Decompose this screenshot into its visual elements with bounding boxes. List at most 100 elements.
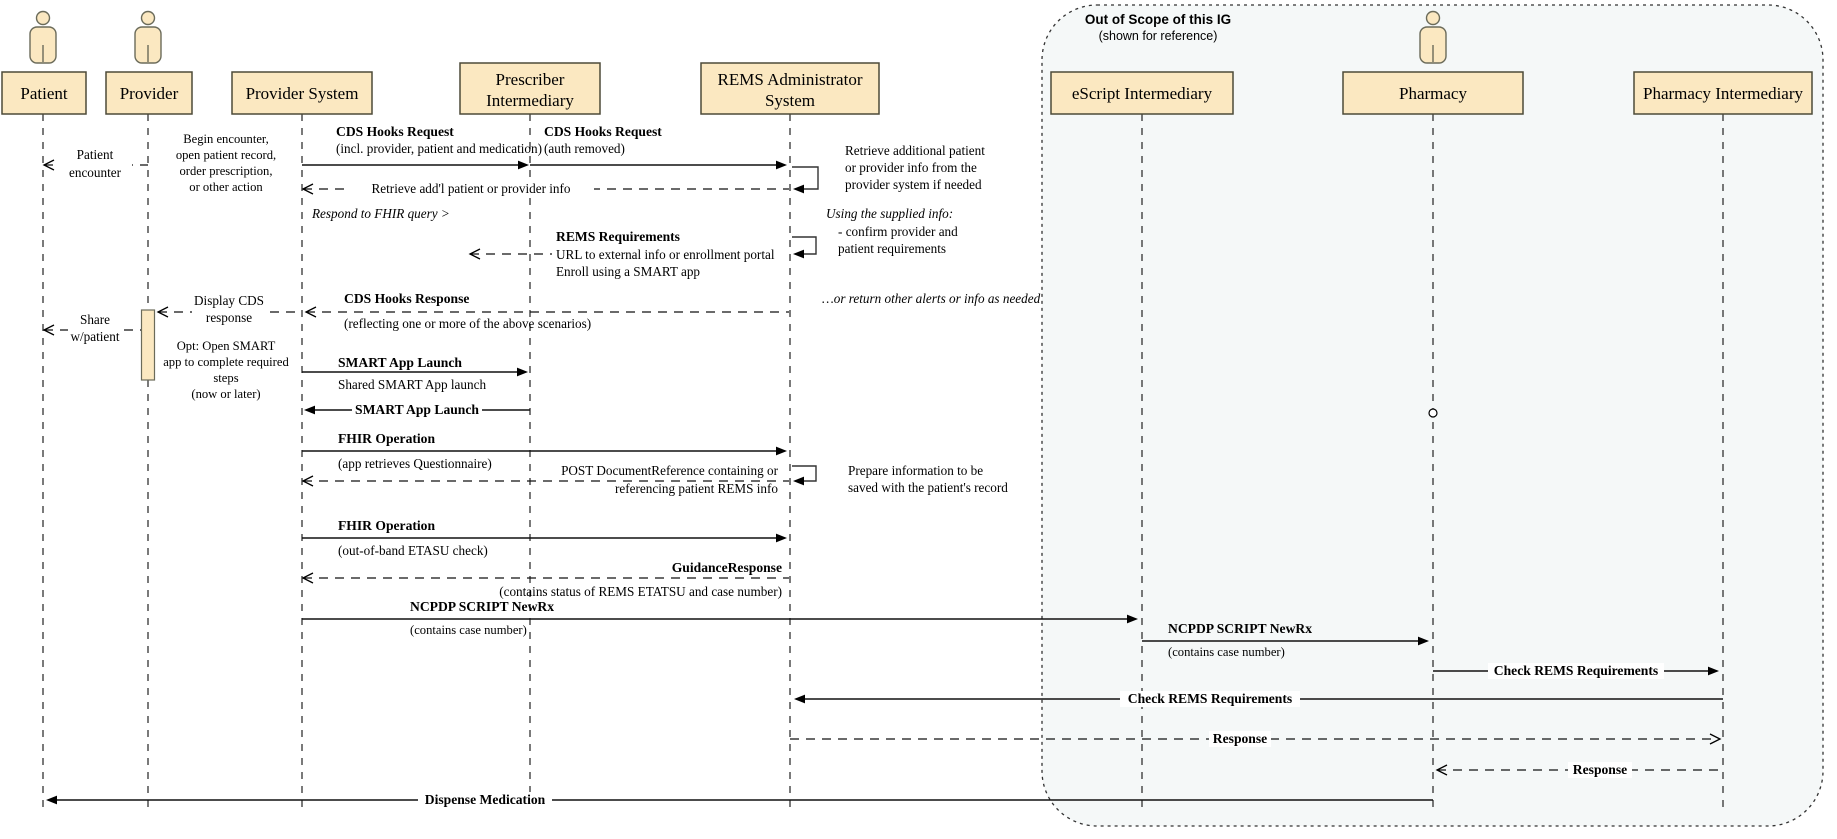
label-bg (1209, 731, 1271, 747)
label-title: FHIR Operation (338, 431, 435, 446)
arrowhead (776, 533, 787, 543)
msg-post-docref: POST DocumentReference containing or ref… (301, 463, 817, 496)
msg-check-rems-1: Check REMS Requirements (1433, 663, 1719, 679)
arrowhead (1127, 614, 1138, 624)
arrowhead (793, 184, 804, 194)
msg-response-2: Response (1435, 762, 1720, 778)
actor-rems-admin: REMS Administrator System (700, 62, 880, 115)
label: Check REMS Requirements (1128, 691, 1292, 706)
label: w/patient (70, 329, 119, 344)
open-arrowhead (301, 572, 314, 584)
open-arrowhead (156, 306, 169, 318)
label-bg (1120, 691, 1300, 707)
note-begin-encounter: Begin encounter, open patient record, or… (176, 132, 276, 194)
label-bg (1568, 762, 1632, 778)
label: encounter (69, 165, 122, 180)
open-arrowhead (42, 159, 55, 171)
out-of-scope-title: Out of Scope of this IG (1085, 12, 1231, 27)
note-respond-fhir: Respond to FHIR query > (311, 206, 450, 221)
note-line: or provider info from the (845, 160, 977, 175)
actor-box (1342, 71, 1524, 115)
note-line: Retrieve additional patient (845, 143, 985, 158)
self-loop-bracket (792, 236, 817, 255)
person-icon (140, 10, 156, 26)
arrowhead (776, 446, 787, 456)
msg-ncpdp-newrx-1: NCPDP SCRIPT NewRx (contains case number… (302, 599, 1138, 637)
label-sub: (contains status of REMS ETATSU and case… (499, 584, 782, 599)
found-message-circle (1428, 408, 1438, 418)
arrowhead (518, 160, 529, 170)
label-sub: Enroll using a SMART app (556, 264, 700, 279)
actor-boxes: Patient Provider Provider System Prescri… (1, 62, 1813, 115)
label: Response (1213, 731, 1267, 746)
label-bg (192, 293, 266, 329)
actor-provider-system: Provider System (231, 71, 373, 115)
actor-figure-patient (29, 10, 57, 64)
person-icon (35, 10, 51, 26)
note-line: saved with the patient's record (848, 480, 1008, 495)
msg-retrieve-addl: Retrieve add'l patient or provider info (301, 166, 819, 197)
actor-box (700, 62, 880, 115)
label-sub: (contains case number) (410, 623, 527, 637)
label: Share (80, 312, 110, 327)
msg-check-rems-2: Check REMS Requirements (794, 691, 1723, 707)
label-sub: Shared SMART App launch (338, 377, 486, 392)
actor-box (231, 71, 373, 115)
label-title: CDS Hooks Request (544, 124, 662, 139)
label-bg (68, 312, 124, 346)
actor-pharmacy-intermediary: Pharmacy Intermediary (1633, 71, 1813, 115)
msg-ncpdp-newrx-2: NCPDP SCRIPT NewRx (contains case number… (1142, 621, 1429, 659)
msg-patient-encounter: Patient encounter (42, 147, 148, 181)
note-retrieve-additional: Retrieve additional patient or provider … (845, 143, 985, 192)
self-loop-bracket (792, 465, 817, 482)
open-arrowhead (301, 475, 314, 487)
note-line: Begin encounter, (183, 132, 269, 146)
note-line: patient requirements (838, 241, 946, 256)
actor-label: REMS Administrator (718, 70, 863, 89)
open-arrowhead (1709, 733, 1722, 745)
note-line: - confirm provider and (838, 224, 958, 239)
actor-box (1050, 71, 1234, 115)
arrowhead (776, 160, 787, 170)
label: Patient (77, 147, 114, 162)
msg-dispense: Dispense Medication (46, 792, 1433, 808)
actor-box (105, 71, 193, 115)
note-or-return: …or return other alerts or info as neede… (822, 291, 1041, 306)
label: SMART App Launch (355, 402, 479, 417)
label: Response (1573, 762, 1627, 777)
actor-label: Prescriber (496, 70, 565, 89)
note-line: app to complete required (163, 355, 289, 369)
label-title: NCPDP SCRIPT NewRx (410, 599, 554, 614)
label-sub: (contains case number) (1168, 645, 1285, 659)
label-sub: URL to external info or enrollment porta… (556, 247, 775, 262)
label: response (206, 310, 252, 325)
note-line: or other action (189, 180, 263, 194)
msg-cds-hooks-response: CDS Hooks Response (reflecting one or mo… (304, 291, 789, 331)
actor-box (459, 62, 601, 115)
label-title: REMS Requirements (556, 229, 680, 244)
open-arrowhead (301, 183, 314, 195)
arrowhead (794, 694, 805, 704)
msg-share-w-patient: Share w/patient (42, 312, 141, 346)
label: referencing patient REMS info (615, 481, 778, 496)
msg-cds-hooks-request-1: CDS Hooks Request (incl. provider, patie… (302, 124, 542, 170)
actor-label: Provider System (246, 84, 359, 103)
label-bg (418, 792, 552, 808)
arrowhead (1418, 636, 1429, 646)
label-title: FHIR Operation (338, 518, 435, 533)
label: Retrieve add'l patient or provider info (371, 181, 570, 196)
actor-pharmacy: Pharmacy (1342, 71, 1524, 115)
actor-label: Pharmacy (1399, 84, 1467, 103)
note-line: open patient record, (176, 148, 276, 162)
msg-display-cds: Display CDS response (156, 293, 300, 329)
person-icon (1425, 10, 1441, 26)
actor-box (1633, 71, 1813, 115)
note-line: (now or later) (191, 387, 260, 401)
open-arrowhead (1435, 764, 1448, 776)
arrowhead (304, 405, 315, 415)
actor-box (1, 71, 87, 115)
label-sub: (out-of-band ETASU check) (338, 543, 488, 558)
actor-label: Pharmacy Intermediary (1643, 84, 1804, 103)
note-line: order prescription, (179, 164, 272, 178)
